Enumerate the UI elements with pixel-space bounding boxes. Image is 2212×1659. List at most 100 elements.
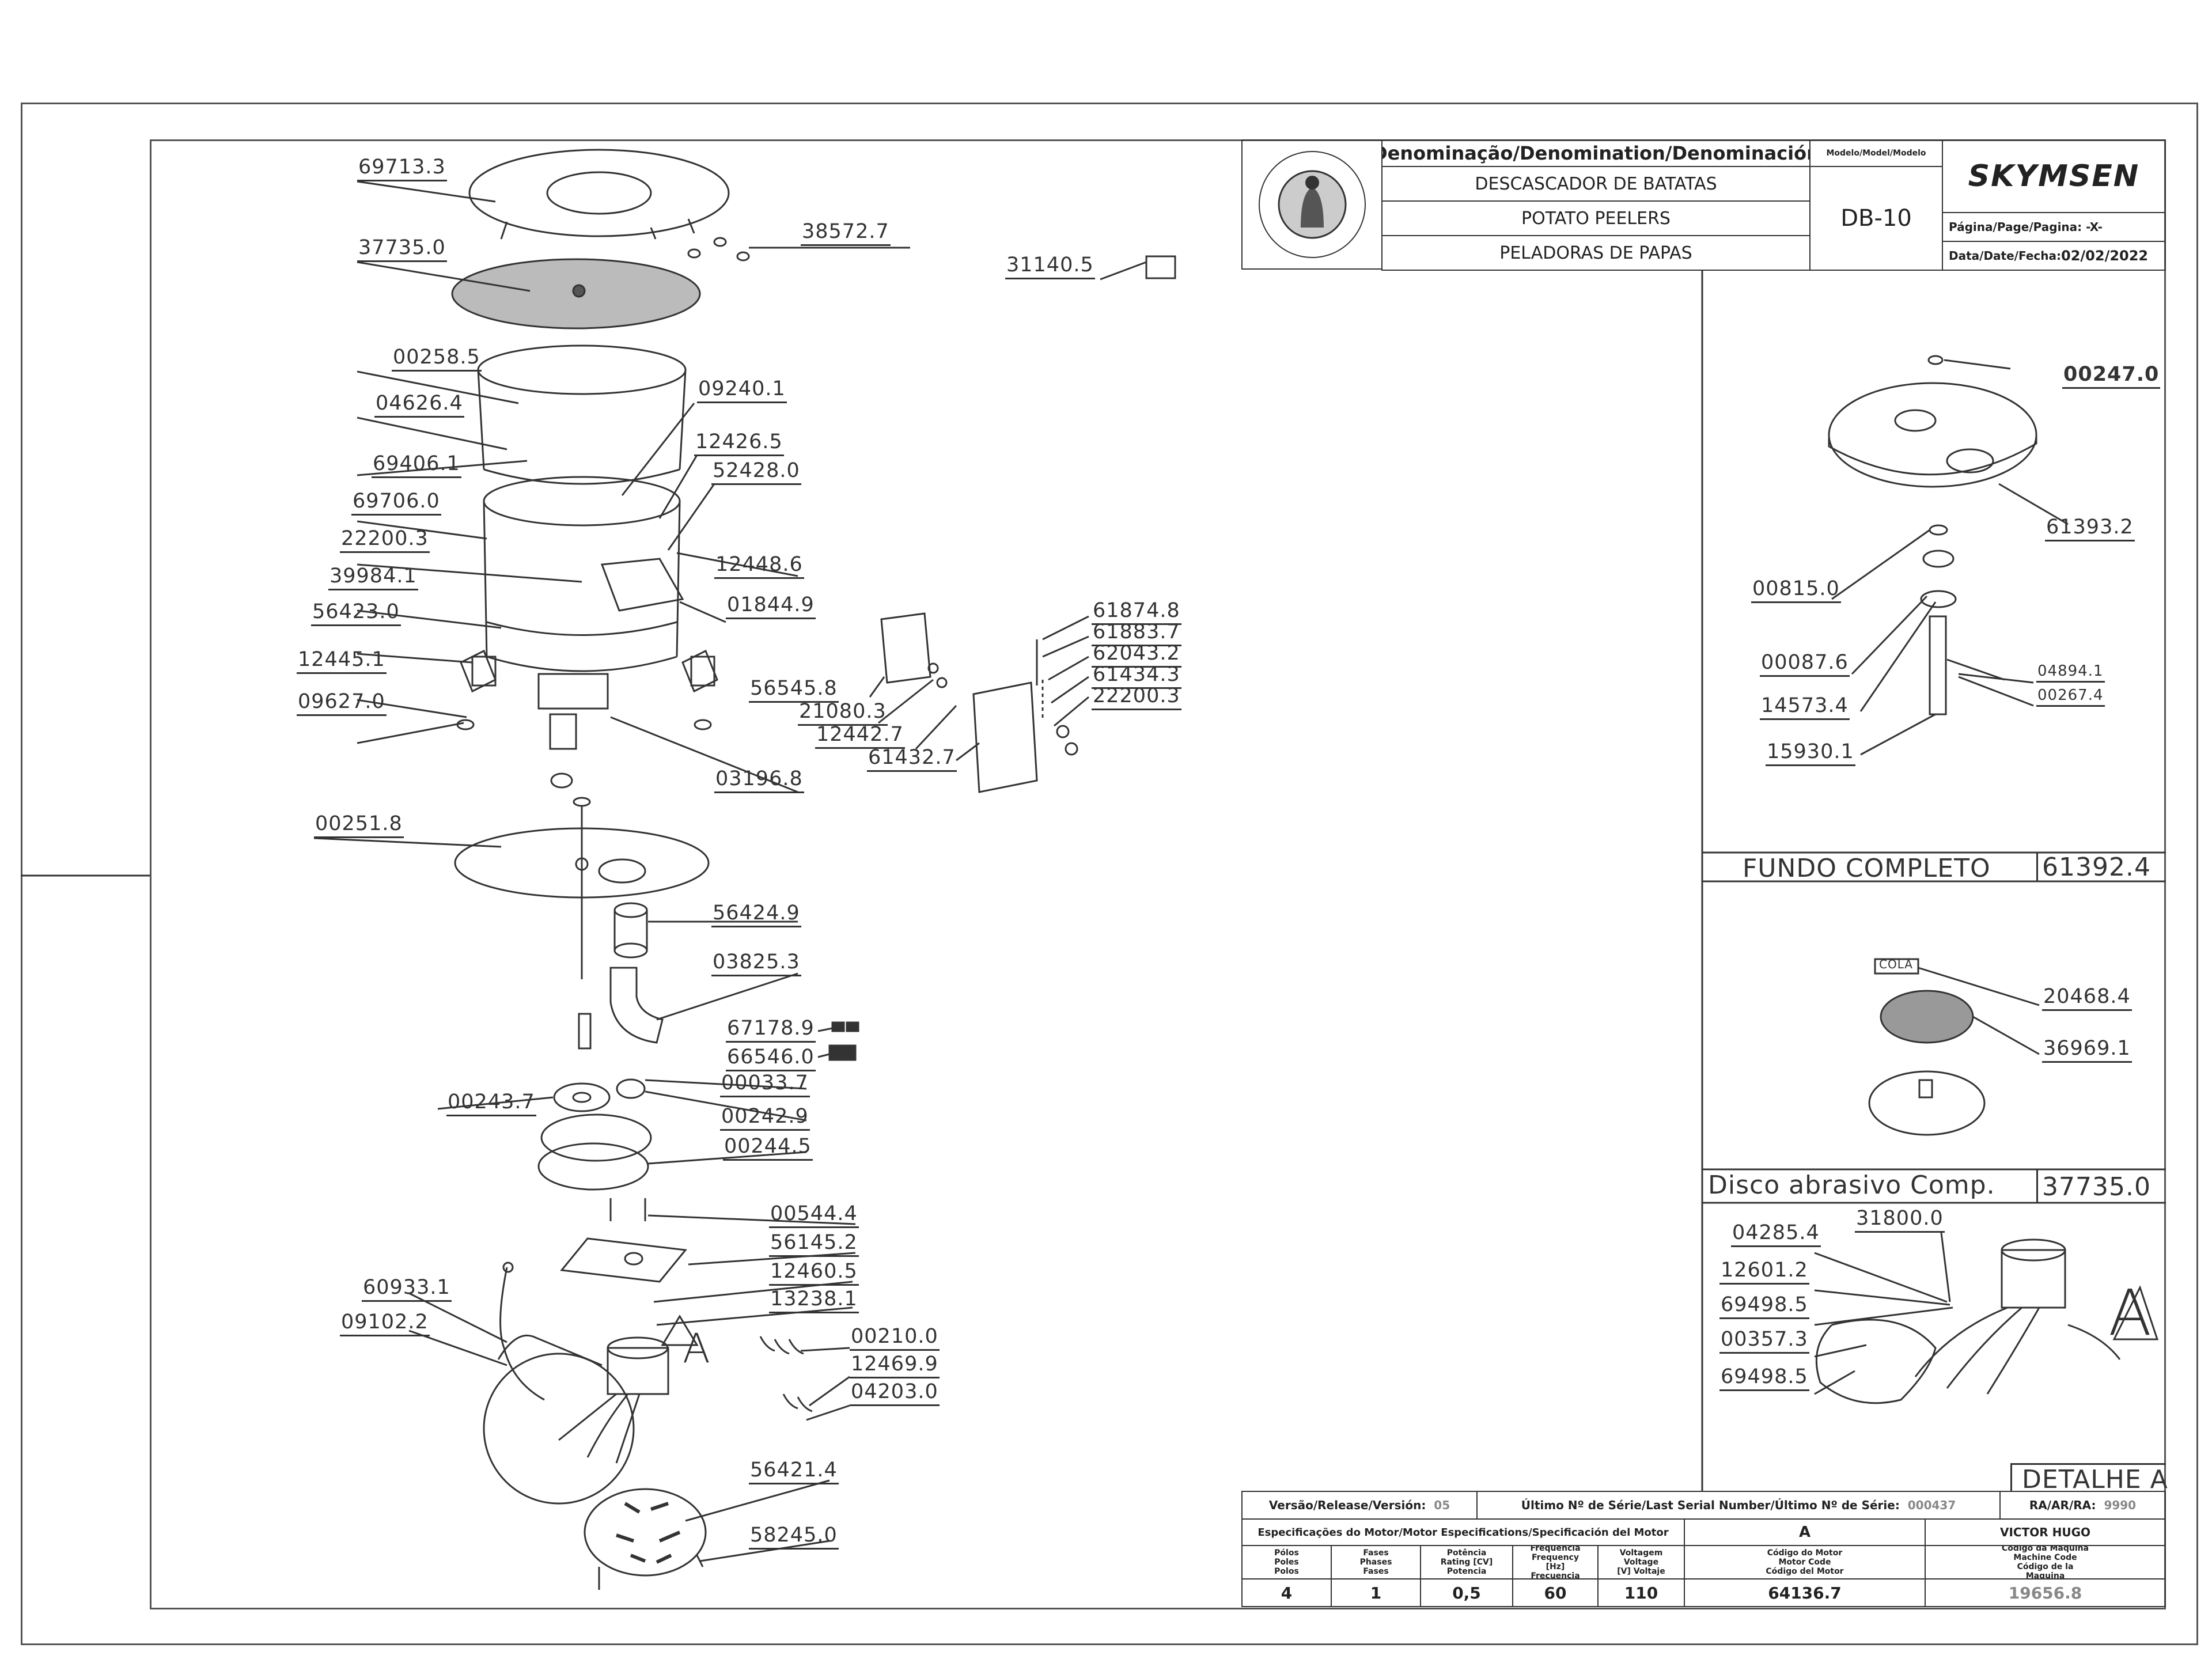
part-label: 61434.3 <box>1092 663 1181 689</box>
date-label: Data/Date/Fecha: <box>1949 249 2061 263</box>
part-label: 09627.0 <box>297 690 387 716</box>
machine-code-value: 19656.8 <box>1925 1578 2166 1607</box>
date-cell: Data/Date/Fecha:02/02/2022 <box>1942 241 2166 271</box>
cola-tag: COLA <box>1879 957 1913 971</box>
phases-value: 1 <box>1331 1578 1421 1607</box>
part-label: 04203.0 <box>850 1380 940 1406</box>
volt-value: 110 <box>1597 1578 1685 1607</box>
part-label: 12445.1 <box>297 648 387 674</box>
detalhe-label: 31800.0 <box>1855 1207 1945 1233</box>
part-label: 61883.7 <box>1092 620 1181 646</box>
fundo-label: 15930.1 <box>1766 740 1855 766</box>
part-label: 56421.4 <box>749 1459 839 1484</box>
part-label: 56424.9 <box>711 902 801 927</box>
part-label: 69406.1 <box>372 452 461 478</box>
part-label: 12426.5 <box>694 430 784 456</box>
disco-code: 37735.0 <box>2042 1172 2151 1202</box>
part-label: 38572.7 <box>801 220 891 246</box>
part-label: 66546.0 <box>726 1046 816 1071</box>
page-value: -X- <box>2086 220 2103 234</box>
ra-value: 9990 <box>2104 1498 2137 1512</box>
part-label: 56423.0 <box>311 600 401 626</box>
part-label: 12448.6 <box>714 553 804 579</box>
part-label: 22200.3 <box>1092 684 1181 710</box>
part-label: 00258.5 <box>392 346 482 372</box>
part-label: 58245.0 <box>749 1524 839 1550</box>
disco-label: 20468.4 <box>2042 985 2132 1011</box>
fundo-label: 00247.0 <box>2062 363 2161 389</box>
seal-icon <box>1258 151 1366 258</box>
part-label: 03825.3 <box>711 950 801 976</box>
brand-logo: SKYMSEN <box>1942 139 2166 213</box>
model-value: DB-10 <box>1809 166 1943 271</box>
part-label: 09240.1 <box>697 377 787 403</box>
part-label: 03196.8 <box>714 767 804 793</box>
release-label: Versão/Release/Versión: <box>1268 1498 1426 1512</box>
detalhe-title: DETALHE A <box>2022 1465 2168 1494</box>
col-poles: Pólos Poles Polos <box>1241 1545 1332 1580</box>
part-label: 69713.3 <box>357 156 447 181</box>
col-machine-code: Código da Máquina Machine Code Código de… <box>1925 1545 2166 1580</box>
fundo-code-box <box>2036 853 2166 881</box>
detalhe-label: 69498.5 <box>1719 1293 1809 1319</box>
motor-spec-label: Especificações do Motor/Motor Especifica… <box>1241 1518 1685 1546</box>
part-label: 61432.7 <box>867 746 957 772</box>
disco-label: 36969.1 <box>2042 1037 2132 1063</box>
detalhe-label: 12601.2 <box>1719 1259 1809 1285</box>
part-label: 12460.5 <box>769 1260 859 1286</box>
fundo-label: 00267.4 <box>2036 687 2105 707</box>
detalhe-label: 69498.5 <box>1719 1365 1809 1391</box>
part-label: 00244.5 <box>723 1135 813 1161</box>
part-label: 00243.7 <box>446 1090 536 1116</box>
fundo-code: 61392.4 <box>2042 853 2151 882</box>
fundo-title: FUNDO COMPLETO <box>1743 854 1991 883</box>
freq-value: 60 <box>1512 1578 1599 1607</box>
part-label: 09102.2 <box>340 1310 430 1336</box>
fundo-label: 04894.1 <box>2036 662 2105 683</box>
part-label: 21080.3 <box>798 700 888 726</box>
denomination-title: Denominação/Denomination/Denominación <box>1381 139 1810 167</box>
part-label: 60933.1 <box>362 1276 452 1302</box>
part-label: 12469.9 <box>850 1353 940 1378</box>
fundo-label: 00087.6 <box>1760 651 1850 677</box>
page-label: Página/Page/Pagina: <box>1949 220 2082 234</box>
ra-cell: RA/AR/RA: 9990 <box>1999 1491 2166 1520</box>
part-label: 31140.5 <box>1005 253 1095 279</box>
detalhe-label: 00357.3 <box>1719 1328 1809 1354</box>
part-label: 00033.7 <box>720 1071 810 1097</box>
part-label: 00251.8 <box>314 812 404 838</box>
part-label: 12442.7 <box>815 723 905 749</box>
name-pt: DESCASCADOR DE BATATAS <box>1381 166 1810 202</box>
serial-cell: Último Nº de Série/Last Serial Number/Úl… <box>1476 1491 2001 1520</box>
motor-mark: A <box>683 1325 711 1372</box>
disco-title: Disco abrasivo Comp. <box>1708 1171 1995 1200</box>
drawing-border <box>150 139 2166 1609</box>
part-label: 13238.1 <box>769 1287 859 1313</box>
rating-value: 0,5 <box>1420 1578 1513 1607</box>
part-label: 22200.3 <box>340 527 430 553</box>
col-phases: Fases Phases Fases <box>1331 1545 1421 1580</box>
part-label: 56545.8 <box>749 677 839 703</box>
col-motor-code: Código do Motor Motor Code Código del Mo… <box>1684 1545 1926 1580</box>
poles-value: 4 <box>1241 1578 1332 1607</box>
fundo-label: 00815.0 <box>1751 577 1841 603</box>
col-freq: Freqüência Frequency [Hz] Frecuencia <box>1512 1545 1599 1580</box>
detalhe-label: 04285.4 <box>1731 1221 1821 1247</box>
name-es: PELADORAS DE PAPAS <box>1381 235 1810 271</box>
part-label: 37735.0 <box>357 236 447 262</box>
part-label: 67178.9 <box>726 1017 816 1043</box>
part-label: 62043.2 <box>1092 642 1181 668</box>
name-en: POTATO PEELERS <box>1381 200 1810 236</box>
ra-label: RA/AR/RA: <box>2029 1498 2096 1512</box>
part-label: 61874.8 <box>1092 599 1181 625</box>
part-label: 04626.4 <box>374 392 464 418</box>
part-label: 69706.0 <box>351 490 441 516</box>
disco-code-box <box>2036 1169 2166 1203</box>
outer-border <box>21 103 2198 1645</box>
model-title: Modelo/Model/Modelo <box>1809 139 1943 167</box>
part-label: 52428.0 <box>711 459 801 485</box>
fundo-label: 61393.2 <box>2045 516 2135 541</box>
part-label: 00242.9 <box>720 1105 810 1131</box>
release-cell: Versão/Release/Versión: 05 <box>1241 1491 1478 1520</box>
